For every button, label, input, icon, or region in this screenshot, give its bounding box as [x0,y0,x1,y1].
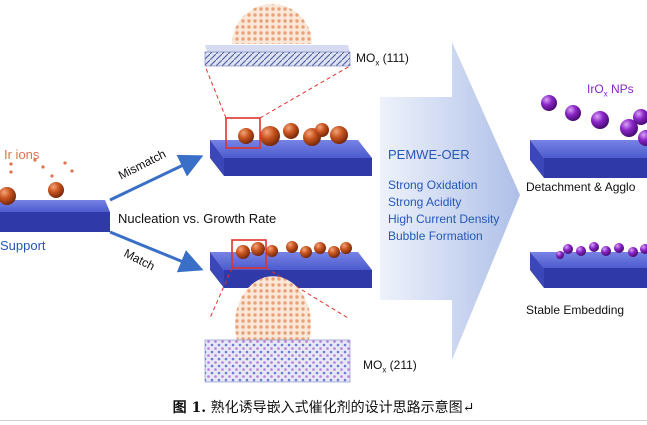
zoom-box-bottom [231,239,267,269]
match-arrow [109,230,204,273]
ir-particle [0,187,16,205]
caption-text: 熟化诱导嵌入式催化剂的设计思路示意图↵ [206,400,475,416]
mox-211-sub: x [382,365,387,375]
mox-111-base: MO [356,51,376,65]
irox-tail: NPs [607,82,634,96]
ir-particle [48,182,64,198]
mox-211-nanocrystal [235,276,312,348]
match-particles [236,241,352,259]
pemwe-title: PEMWE-OER [388,147,470,162]
condition-item: Bubble Formation [388,229,483,243]
pemwe-conditions: Strong Oxidation Strong Acidity High Cur… [388,177,499,245]
mox-111-tail: (111) [379,51,409,65]
mismatch-particles [238,123,348,146]
ir-ion-dots [9,158,74,178]
figure-caption: 图 1. 熟化诱导嵌入式催化剂的设计思路示意图↵ [0,397,647,417]
mox-111-nanocrystal [232,4,312,44]
irox-label: IrOx NPs [587,82,634,98]
irox-base: IrO [587,82,604,96]
stable-label: Stable Embedding [526,303,625,317]
mox-211-tail: (211) [386,358,417,372]
support-slab [0,200,110,232]
caption-number: 图 1. [172,400,207,416]
design-schematic [0,4,647,383]
zoom-box-top [225,117,261,149]
embedded-irox-particles [556,242,647,259]
caption-divider [0,420,647,421]
condition-item: Strong Acidity [388,195,462,209]
condition-item: Strong Oxidation [388,178,478,192]
mox-211-label: MOx (211) [363,358,417,374]
detachment-label: Detachment & Agglo [526,180,636,194]
pemwe-arrow [380,42,520,360]
mox-111-label: MOx (111) [356,51,409,67]
support-label: Support [0,238,46,253]
detached-irox-particles [541,95,647,146]
mismatch-slab [210,140,372,176]
stable-slab [530,252,647,288]
mismatch-arrow [109,154,204,202]
mox-211-base: MO [363,358,383,372]
detachment-slab [530,140,647,178]
ir-ions-label: Ir ions [4,147,40,162]
nucleation-label: Nucleation vs. Growth Rate [118,211,277,226]
mox-211-substrate [204,339,351,383]
condition-item: High Current Density [388,212,500,226]
irox-sub: x [603,89,608,99]
mox-111-sub: x [375,58,380,68]
mox-111-substrate [204,45,351,67]
